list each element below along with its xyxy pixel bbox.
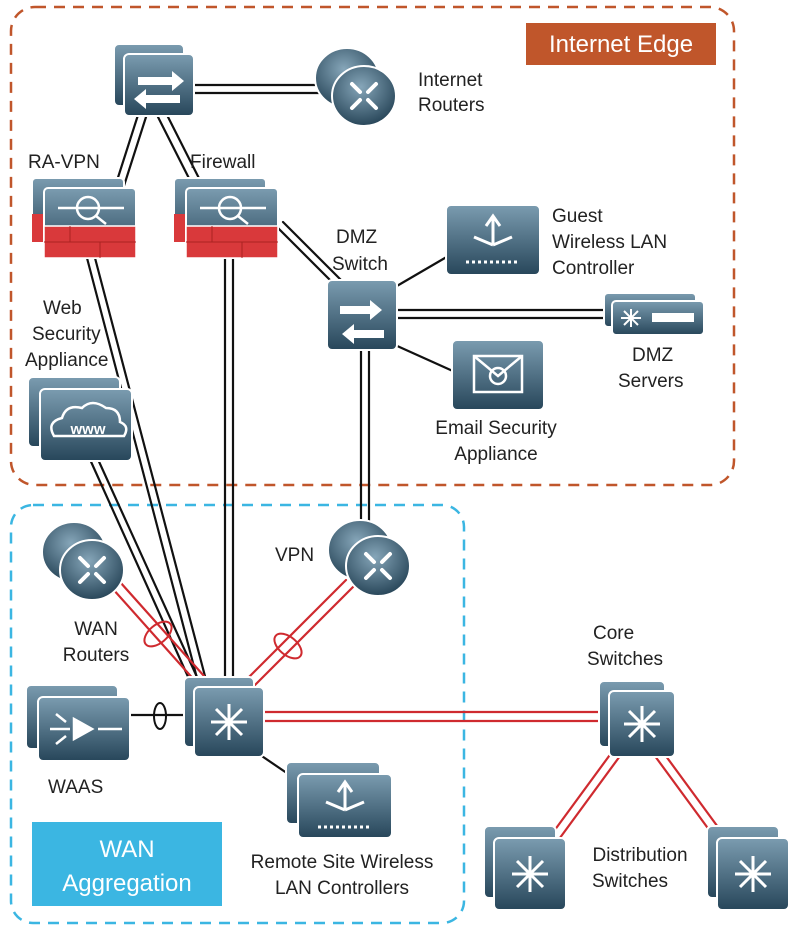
distribution-switch-left[interactable] (483, 825, 567, 911)
wan-routers[interactable] (41, 521, 125, 601)
wan-aggregation-switch[interactable] (183, 676, 265, 758)
multilayer-switch-icon (624, 706, 660, 742)
web-security-appliance[interactable]: www (27, 376, 133, 462)
internet-edge-switch[interactable] (113, 43, 195, 117)
core-switches-label-2: Switches (587, 649, 663, 670)
wan-aggregation-title-line1: WAN (99, 836, 154, 863)
firewall-icon (200, 195, 266, 225)
email-security-label-1: Email Security (435, 418, 557, 439)
dmz-switch-label-1: DMZ (336, 227, 378, 248)
remote-wlc-label-2: LAN Controllers (275, 878, 409, 899)
core-switches-label-1: Core (593, 623, 634, 644)
remote-site-wlc[interactable] (285, 761, 393, 839)
wan-aggregation-title-line2: Aggregation (62, 870, 191, 897)
wan-aggregation-zone (9, 503, 466, 925)
internet-routers-label-2: Routers (418, 95, 485, 116)
firewall[interactable] (173, 177, 279, 259)
wlc-icon (318, 779, 372, 829)
waas-arrows-icon (50, 713, 122, 745)
guest-wlc-label-3: Controller (552, 258, 635, 279)
internet-edge-tag: Internet Edge (526, 23, 716, 65)
dmz-servers-label-2: Servers (618, 371, 683, 392)
wan-routers-label-2: Routers (63, 645, 130, 666)
waas-label: WAAS (48, 777, 103, 798)
switch-arrows-icon (134, 71, 184, 109)
guest-wireless-lan-controller[interactable] (445, 204, 541, 276)
guest-wlc-label-1: Guest (552, 206, 603, 227)
multilayer-switch-icon (735, 856, 771, 892)
web-security-label-3: Appliance (25, 350, 108, 371)
internet-routers-label-1: Internet (418, 70, 483, 91)
distribution-switch-right[interactable] (706, 825, 789, 911)
envelope-icon (472, 354, 524, 394)
router-arrows-icon (364, 552, 392, 580)
waas-appliance[interactable] (25, 684, 131, 762)
router-arrows-icon (78, 556, 106, 584)
internet-routers[interactable] (314, 47, 397, 127)
svg-text:www: www (69, 421, 105, 438)
switch-arrows-icon (340, 300, 384, 344)
email-security-label-2: Appliance (454, 444, 537, 465)
internet-edge-title: Internet Edge (549, 31, 693, 58)
vpn-routers[interactable] (327, 519, 411, 597)
core-switches[interactable] (598, 680, 676, 758)
server-icon (621, 309, 641, 327)
vpn-label: VPN (275, 545, 314, 566)
web-security-label-1: Web (43, 298, 82, 319)
multilayer-switch-icon (211, 704, 247, 740)
www-cloud-icon: www (50, 401, 128, 438)
ra-vpn-firewall[interactable] (31, 177, 137, 259)
guest-wlc-label-2: Wireless LAN (552, 232, 667, 253)
wan-routers-label-1: WAN (74, 619, 118, 640)
web-security-label-2: Security (32, 324, 101, 345)
email-security-appliance[interactable] (451, 339, 545, 411)
wlc-icon (466, 213, 520, 264)
wan-aggregation-tag: WAN Aggregation (32, 822, 222, 906)
remote-wlc-label-1: Remote Site Wireless (251, 852, 434, 873)
dmz-switch[interactable] (326, 279, 398, 351)
dmz-servers[interactable] (603, 292, 705, 336)
dmz-switch-label-2: Switch (332, 254, 388, 275)
firewall-label: Firewall (190, 152, 255, 173)
firewall-icon (58, 195, 124, 225)
ra-vpn-label: RA-VPN (28, 152, 100, 173)
router-arrows-icon (350, 82, 378, 110)
multilayer-switch-icon (512, 856, 548, 892)
distribution-switches-label-1: Distribution (592, 845, 687, 866)
dmz-servers-label-1: DMZ (632, 345, 674, 366)
distribution-switches-label-2: Switches (592, 871, 668, 892)
